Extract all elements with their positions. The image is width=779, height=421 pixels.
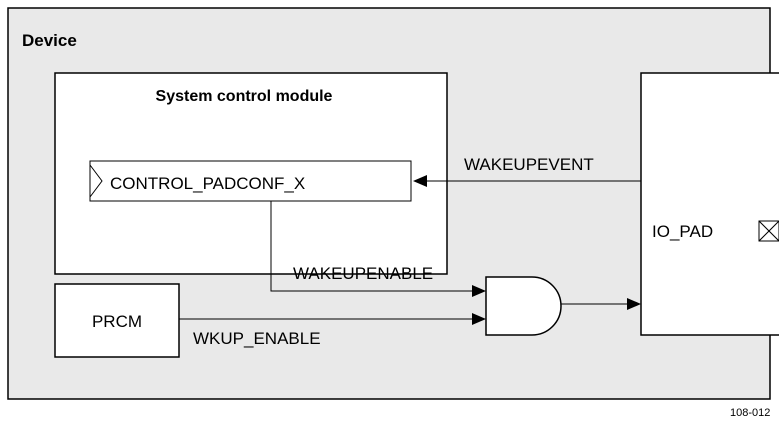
and-gate-icon <box>485 276 562 336</box>
control-padconf-label: CONTROL_PADCONF_X <box>110 174 305 193</box>
prcm-block <box>54 283 180 358</box>
wakeupenable-arrowhead <box>472 285 486 297</box>
prcm-label: PRCM <box>92 312 142 331</box>
io-pad-block <box>640 72 779 336</box>
figure-id: 108-012 <box>730 407 770 419</box>
control-padconf-register <box>89 160 412 202</box>
wkup-enable-label: WKUP_ENABLE <box>193 329 321 348</box>
wakeupenable-label: WAKEUPENABLE <box>293 264 433 283</box>
wakeupenable-wire <box>270 201 473 292</box>
and-output-arrowhead <box>627 298 641 310</box>
device-label: Device <box>22 31 77 50</box>
wkup-enable-arrowhead <box>472 313 486 325</box>
io-pad-label: IO_PAD <box>652 222 713 241</box>
wakeupevent-label: WAKEUPEVENT <box>464 155 594 174</box>
register-clock-marker <box>89 164 103 198</box>
wakeupevent-arrowhead <box>413 175 427 187</box>
system-control-module-title: System control module <box>156 88 333 105</box>
pad-terminal-icon <box>758 220 779 242</box>
